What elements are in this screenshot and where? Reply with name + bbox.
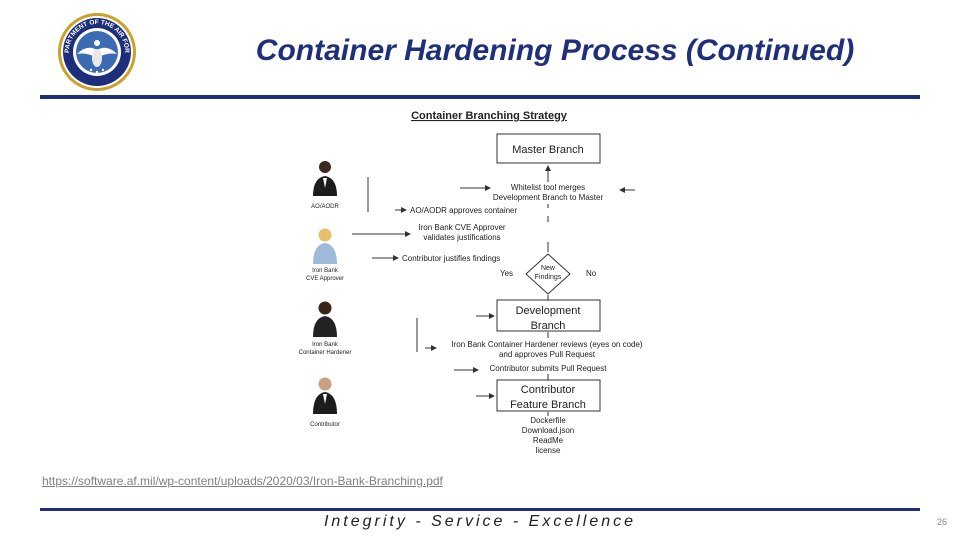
role-hardener-line1: Iron Bank (312, 342, 339, 348)
feature-branch-line2: Feature Branch (510, 399, 586, 411)
role-contributor: Contributor (310, 422, 340, 428)
diagram-heading: Container Branching Strategy (411, 110, 568, 122)
person-icon-ao (313, 161, 337, 196)
step-whitelist-line1: Whitelist tool merges (511, 183, 585, 192)
person-icon-container-hardener (313, 301, 337, 337)
file-item: Download.json (522, 426, 574, 435)
step-submits: Contributor submits Pull Request (490, 364, 608, 373)
development-branch-line1: Development (516, 305, 581, 317)
development-branch-box (496, 299, 601, 332)
source-link[interactable]: https://software.af.mil/wp-content/uploa… (42, 474, 443, 488)
page-number: 26 (937, 517, 948, 527)
master-branch-label: Master Branch (512, 144, 584, 156)
decision-no: No (586, 269, 597, 278)
decision-line1: New (541, 265, 556, 272)
step-review-line2: and approves Pull Request (499, 350, 596, 359)
header-divider (40, 95, 920, 99)
branching-diagram: Container Branching Strategy Master Bran… (299, 110, 643, 455)
step-justifies: Contributor justifies findings (402, 254, 500, 263)
decision-line2: Findings (535, 274, 562, 281)
development-branch-line2: Branch (531, 320, 566, 332)
footer-divider (40, 508, 920, 511)
step-cve-line2: validates justifications (423, 233, 500, 242)
role-ao: AO/AODR (311, 204, 339, 210)
file-item: license (536, 446, 561, 455)
role-cve-line1: Iron Bank (312, 268, 339, 274)
step-cve-line1: Iron Bank CVE Approver (418, 223, 505, 232)
step-whitelist-line2: Development Branch to Master (493, 193, 604, 202)
file-list: Dockerfile Download.json ReadMe license (522, 416, 574, 455)
step-ao-approves: AO/AODR approves container (410, 206, 517, 215)
feature-branch-box (496, 379, 601, 412)
file-item: ReadMe (533, 436, 564, 445)
air-force-seal: DEPARTMENT OF THE AIR FORCE (57, 12, 136, 91)
decision-yes: Yes (500, 269, 513, 278)
role-hardener-line2: Container Hardener (299, 350, 352, 356)
new-findings-decision (525, 253, 571, 295)
footer-motto: Integrity - Service - Excellence (323, 513, 637, 530)
page-title: Container Hardening Process (Continued) (255, 34, 855, 67)
master-branch-box (496, 133, 601, 164)
role-cve-line2: CVE Approver (306, 276, 344, 282)
file-item: Dockerfile (530, 416, 566, 425)
feature-branch-line1: Contributor (521, 384, 576, 396)
step-review-line1: Iron Bank Container Hardener reviews (ey… (451, 340, 643, 349)
person-icon-cve-approver (313, 228, 337, 264)
person-icon-contributor (313, 377, 337, 414)
